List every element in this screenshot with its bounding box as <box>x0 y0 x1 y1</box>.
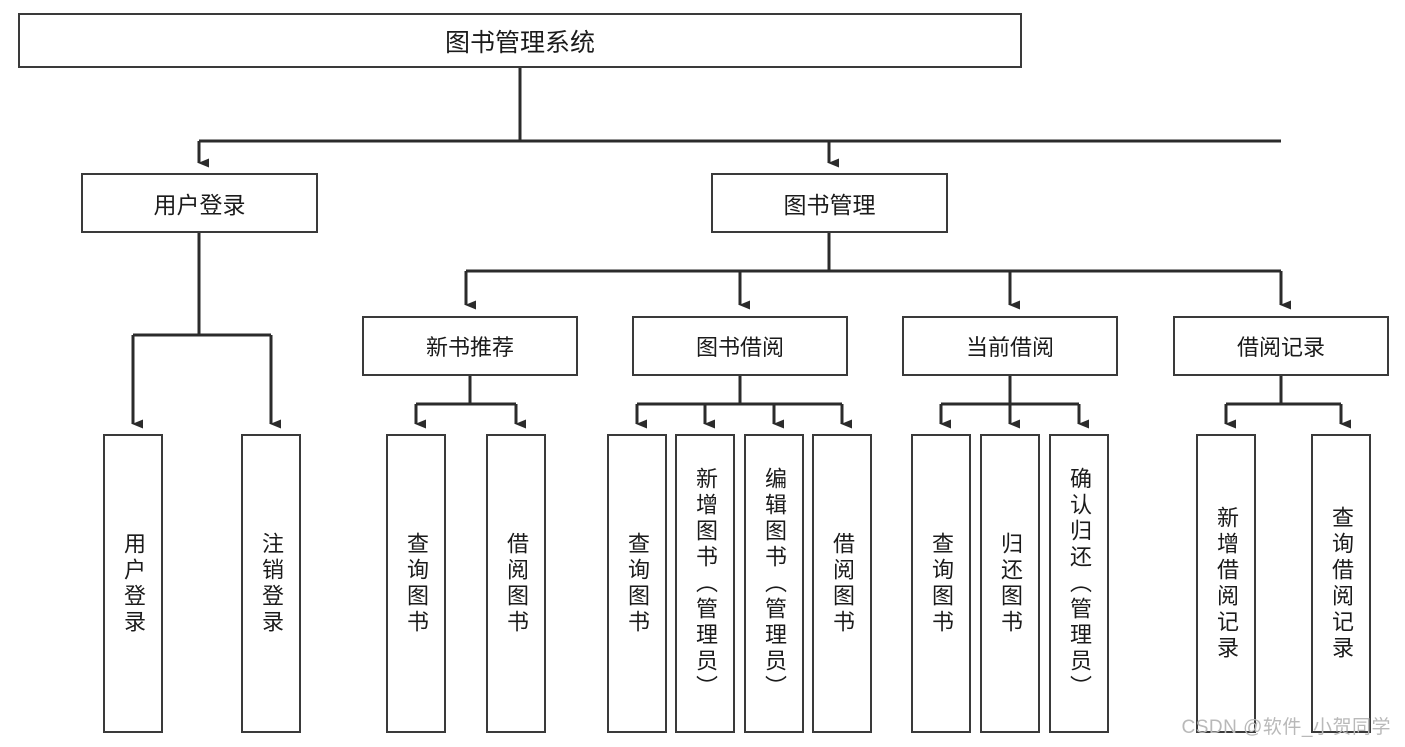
leaf-borrow-book-2[interactable]: 借阅图书 <box>812 434 872 733</box>
leaf-logout-label: 注销登录 <box>259 531 284 636</box>
node-current-borrow-label: 当前借阅 <box>965 335 1054 360</box>
node-root-label: 图书管理系统 <box>444 28 595 57</box>
node-current-borrow[interactable]: 当前借阅 <box>902 316 1118 376</box>
leaf-query-book-1[interactable]: 查询图书 <box>386 434 446 733</box>
leaf-add-record[interactable]: 新增借阅记录 <box>1196 434 1256 733</box>
node-root[interactable]: 图书管理系统 <box>18 13 1022 68</box>
node-borrow-record[interactable]: 借阅记录 <box>1173 316 1389 376</box>
node-book-borrow[interactable]: 图书借阅 <box>632 316 848 376</box>
leaf-query-book-3[interactable]: 查询图书 <box>911 434 971 733</box>
leaf-edit-book[interactable]: 编辑图书（管理员） <box>744 434 804 733</box>
leaf-borrow-book-1-label: 借阅图书 <box>504 531 529 636</box>
leaf-logout[interactable]: 注销登录 <box>241 434 301 733</box>
leaf-query-book-3-label: 查询图书 <box>929 531 954 636</box>
leaf-borrow-book-2-label: 借阅图书 <box>830 531 855 636</box>
node-user-login-label: 用户登录 <box>153 192 246 218</box>
leaf-query-book-2-label: 查询图书 <box>625 531 650 636</box>
node-borrow-record-label: 借阅记录 <box>1236 335 1325 360</box>
leaf-user-login-label: 用户登录 <box>121 531 146 636</box>
leaf-edit-book-label: 编辑图书（管理员） <box>762 466 787 701</box>
leaf-confirm-return-label: 确认归还（管理员） <box>1067 466 1092 701</box>
node-user-login[interactable]: 用户登录 <box>81 173 318 233</box>
leaf-confirm-return[interactable]: 确认归还（管理员） <box>1049 434 1109 733</box>
leaf-return-book-label: 归还图书 <box>998 531 1023 636</box>
leaf-borrow-book-1[interactable]: 借阅图书 <box>486 434 546 733</box>
watermark-text: CSDN @软件_小贺同学 <box>1181 717 1391 738</box>
node-new-book-recommend-label: 新书推荐 <box>425 335 514 360</box>
leaf-query-book-2[interactable]: 查询图书 <box>607 434 667 733</box>
leaf-user-login[interactable]: 用户登录 <box>103 434 163 733</box>
leaf-query-book-1-label: 查询图书 <box>404 531 429 636</box>
node-book-manage[interactable]: 图书管理 <box>711 173 948 233</box>
leaf-query-record[interactable]: 查询借阅记录 <box>1311 434 1371 733</box>
leaf-query-record-label: 查询借阅记录 <box>1329 505 1354 662</box>
leaf-add-book-label: 新增图书（管理员） <box>693 466 718 701</box>
node-new-book-recommend[interactable]: 新书推荐 <box>362 316 578 376</box>
leaf-add-record-label: 新增借阅记录 <box>1214 505 1239 662</box>
leaf-add-book[interactable]: 新增图书（管理员） <box>675 434 735 733</box>
node-book-manage-label: 图书管理 <box>783 192 876 218</box>
node-book-borrow-label: 图书借阅 <box>695 335 784 360</box>
leaf-return-book[interactable]: 归还图书 <box>980 434 1040 733</box>
